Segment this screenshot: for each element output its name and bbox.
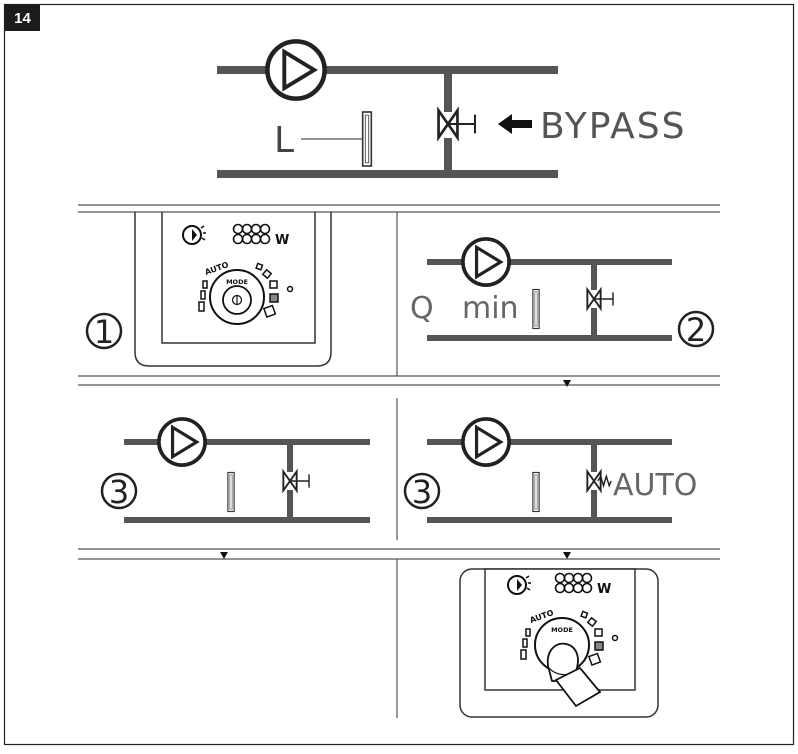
temperature-scale-icon	[255, 262, 294, 319]
flow-indicator-label: L	[274, 120, 294, 161]
step-number: 1	[94, 313, 114, 351]
qmin-q-label: Q	[410, 291, 434, 326]
auto-valve-icon	[586, 468, 612, 494]
fan-speed-icon	[554, 572, 593, 594]
pump-icon	[461, 237, 511, 287]
arrow-left-icon	[498, 114, 532, 134]
bottom-controller-panel: W MODE AUTO	[459, 568, 659, 718]
fan-icon	[182, 225, 206, 245]
step1-controller-panel: W MODE AUTO 1	[85, 212, 332, 367]
bypass-valve-icon	[437, 109, 477, 139]
pump-icon	[267, 41, 324, 98]
w-label: W	[275, 233, 289, 248]
step-badge-3	[100, 472, 138, 510]
flow-gauge-icon	[227, 471, 235, 513]
w-label: W	[597, 582, 611, 597]
finger-press-icon	[546, 642, 602, 708]
step-number: 3	[412, 473, 432, 511]
pump-icon	[157, 417, 207, 467]
fan-speed-icon	[232, 223, 271, 245]
flow-gauge-icon	[361, 111, 373, 167]
main-bypass-diagram: L BYPASS	[217, 41, 686, 178]
bypass-valve-icon	[282, 470, 310, 492]
fan-icon	[507, 575, 531, 595]
qmin-min-label: min	[462, 291, 519, 326]
step3-auto-valve-diagram: AUTO 3	[403, 417, 697, 523]
step-number: 2	[686, 311, 706, 349]
bypass-label: BYPASS	[540, 106, 686, 147]
down-arrow-icon	[563, 552, 571, 559]
step-badge-1	[85, 312, 123, 350]
speed-bars-icon	[198, 280, 208, 312]
figure-number-badge: 14	[5, 5, 40, 31]
step3-valve-closed-diagram: 3	[100, 417, 370, 523]
flow-gauge-icon	[532, 288, 540, 330]
bypass-valve-icon	[586, 288, 614, 310]
step-number: 3	[109, 473, 129, 511]
auto-label: AUTO	[613, 468, 697, 503]
speed-bars-icon	[520, 628, 531, 660]
down-arrow-icon	[220, 552, 228, 559]
mode-label: MODE	[226, 278, 248, 286]
down-arrow-icon	[563, 380, 571, 387]
outer-border	[3, 3, 795, 746]
step2-qmin-diagram: Q min 2	[410, 237, 715, 349]
step-badge-2	[677, 310, 715, 348]
flow-gauge-icon	[532, 471, 540, 513]
step-badge-3	[403, 472, 441, 510]
temperature-scale-icon	[580, 610, 619, 667]
pump-icon	[461, 417, 511, 467]
mode-label: MODE	[551, 626, 573, 634]
